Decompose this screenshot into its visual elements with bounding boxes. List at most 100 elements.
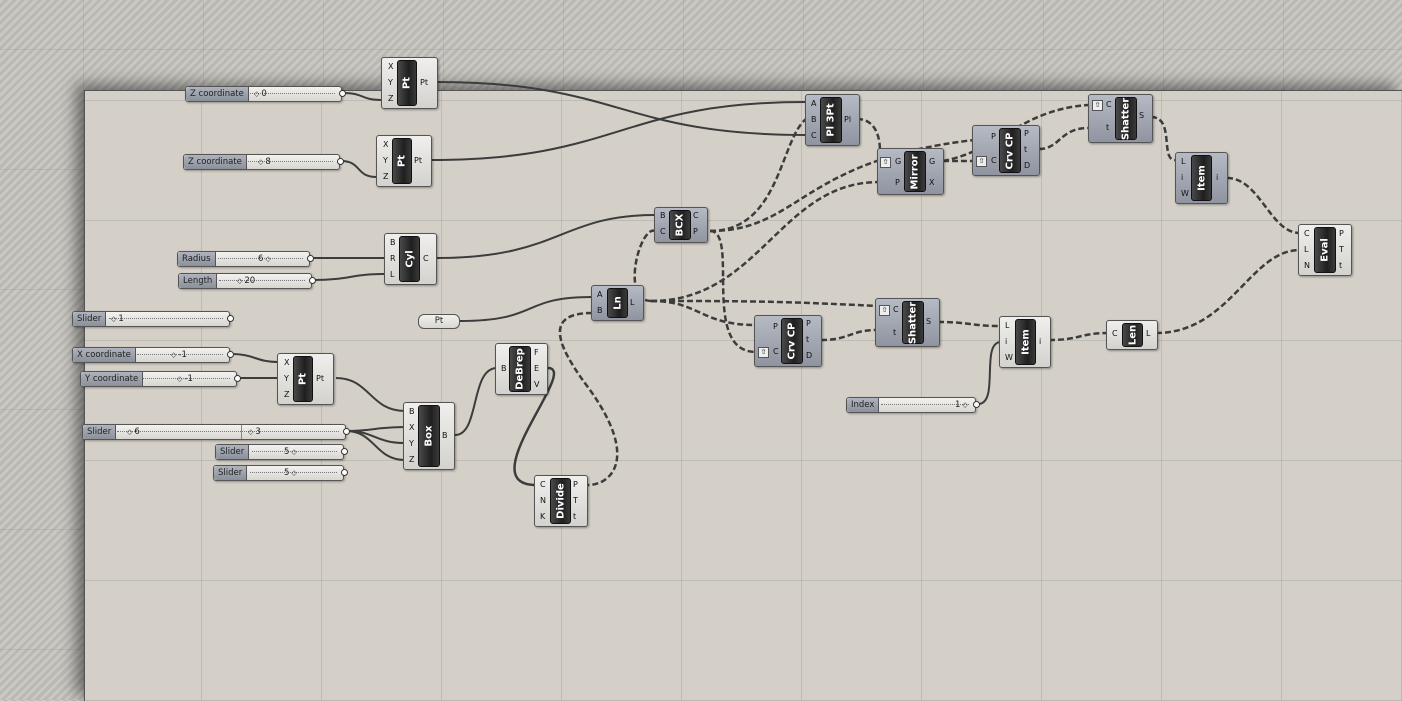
input-z[interactable]: Z xyxy=(383,172,389,181)
component-name-plate[interactable]: Pt xyxy=(293,356,313,402)
slider-x-coordinate[interactable]: X coordinate -1 xyxy=(72,347,230,363)
component-name-plate[interactable]: Divide xyxy=(550,478,571,524)
input-z[interactable]: Z xyxy=(409,455,415,464)
output-x[interactable]: X xyxy=(929,178,935,187)
input-b[interactable]: B xyxy=(811,115,817,124)
output-g[interactable]: G xyxy=(929,157,936,166)
output-grip[interactable] xyxy=(227,351,234,358)
output-p[interactable]: P xyxy=(573,480,578,489)
slider-z-coordinate-2[interactable]: Z coordinate 8 xyxy=(183,154,340,170)
output-grip[interactable] xyxy=(309,277,316,284)
component-curve-cp-2[interactable]: P ⇧ C Crv CP P t D xyxy=(754,315,822,367)
component-name-plate[interactable]: BCX xyxy=(669,210,691,240)
output-T[interactable]: T xyxy=(1339,245,1344,254)
input-r[interactable]: R xyxy=(390,254,396,263)
input-b[interactable]: B xyxy=(390,238,396,247)
output-f[interactable]: F xyxy=(534,348,539,357)
input-x[interactable]: X xyxy=(388,62,394,71)
output-grip[interactable] xyxy=(234,375,241,382)
input-n[interactable]: N xyxy=(1304,261,1310,270)
slider-track[interactable] xyxy=(219,280,305,283)
output-t[interactable]: t xyxy=(1024,145,1028,154)
input-b[interactable]: B xyxy=(501,364,507,373)
output-grip[interactable] xyxy=(973,401,980,408)
component-mirror[interactable]: ⇧ G P Mirror G X xyxy=(877,148,944,195)
component-pt-1[interactable]: X Y Z Pt Pt xyxy=(381,57,438,109)
slider-5b[interactable]: Slider 5 xyxy=(213,465,344,481)
component-plane-3pt[interactable]: A B C Pl 3Pt Pl xyxy=(805,94,860,146)
slider-radius[interactable]: Radius 6 xyxy=(177,251,310,267)
component-name-plate[interactable]: Box xyxy=(418,405,440,467)
output-c[interactable]: C xyxy=(693,211,699,220)
component-name-plate[interactable]: Cyl xyxy=(399,236,420,282)
input-c[interactable]: C xyxy=(1106,100,1112,109)
component-name-plate[interactable]: Shatter xyxy=(902,301,924,344)
slider-1[interactable]: Slider 1 xyxy=(72,311,230,327)
output-grip[interactable] xyxy=(339,90,346,97)
output-p[interactable]: P xyxy=(1339,229,1344,238)
component-bcx[interactable]: B C BCX C P xyxy=(654,207,708,243)
component-curve-cp-1[interactable]: P ⇧ C Crv CP P t D xyxy=(972,125,1040,176)
input-z[interactable]: Z xyxy=(388,94,394,103)
input-y[interactable]: Y xyxy=(388,78,393,87)
slider-length[interactable]: Length 20 xyxy=(178,273,312,289)
component-pt-3[interactable]: X Y Z Pt Pt xyxy=(277,353,334,405)
input-g[interactable]: G xyxy=(895,157,902,166)
output-T[interactable]: T xyxy=(573,496,578,505)
output-grip[interactable] xyxy=(227,315,234,322)
component-name-plate[interactable]: Eval xyxy=(1314,227,1336,273)
input-c[interactable]: C xyxy=(1304,229,1310,238)
output-i[interactable]: i xyxy=(1216,173,1219,182)
input-c[interactable]: C xyxy=(1112,329,1118,338)
input-p[interactable]: P xyxy=(991,132,996,141)
output-grip[interactable] xyxy=(343,428,350,435)
component-name-plate[interactable]: DeBrep xyxy=(509,346,531,392)
component-debrep[interactable]: B DeBrep F E V xyxy=(495,343,548,395)
component-list-item-2[interactable]: L i W Item i xyxy=(999,316,1051,368)
input-b[interactable]: B xyxy=(597,306,603,315)
input-a[interactable]: A xyxy=(811,99,817,108)
output-t[interactable]: t xyxy=(1339,261,1343,270)
input-c[interactable]: C xyxy=(991,156,997,165)
input-l[interactable]: L xyxy=(1181,157,1186,166)
input-c[interactable]: C xyxy=(773,347,779,356)
input-n[interactable]: N xyxy=(540,496,546,505)
component-box[interactable]: B X Y Z Box B xyxy=(403,402,455,470)
slider-track[interactable] xyxy=(248,161,333,164)
component-name-plate[interactable]: Pt xyxy=(397,60,417,106)
output-pt[interactable]: Pt xyxy=(316,374,324,383)
slider-index[interactable]: Index 1 xyxy=(846,397,976,413)
output-grip[interactable] xyxy=(341,469,348,476)
output-e[interactable]: E xyxy=(534,364,540,373)
output-p[interactable]: P xyxy=(1024,129,1029,138)
input-c[interactable]: C xyxy=(893,305,899,314)
input-i[interactable]: i xyxy=(1005,337,1008,346)
input-w[interactable]: W xyxy=(1005,353,1013,362)
input-c[interactable]: C xyxy=(540,480,546,489)
slider-track[interactable] xyxy=(117,431,339,434)
input-l[interactable]: L xyxy=(390,270,395,279)
component-cylinder[interactable]: B R L Cyl C xyxy=(384,233,437,285)
input-p[interactable]: P xyxy=(773,322,778,331)
input-c[interactable]: C xyxy=(811,131,817,140)
component-shatter-2[interactable]: ⇧ C t Shatter S xyxy=(875,298,940,347)
output-d[interactable]: D xyxy=(806,351,813,360)
input-y[interactable]: Y xyxy=(383,156,388,165)
component-name-plate[interactable]: Ln xyxy=(607,288,628,318)
input-x[interactable]: X xyxy=(284,358,290,367)
component-name-plate[interactable]: Mirror xyxy=(904,151,926,192)
output-l[interactable]: L xyxy=(1146,329,1151,338)
input-y[interactable]: Y xyxy=(409,439,414,448)
component-shatter-1[interactable]: ⇧ C t Shatter S xyxy=(1088,94,1153,143)
slider-6-3[interactable]: Slider 6 3 xyxy=(82,424,346,440)
component-name-plate[interactable]: Pl 3Pt xyxy=(820,97,842,143)
component-name-plate[interactable]: Len xyxy=(1122,323,1143,347)
output-s[interactable]: S xyxy=(926,317,932,326)
output-c[interactable]: C xyxy=(423,254,429,263)
input-t[interactable]: t xyxy=(893,328,897,337)
input-b[interactable]: B xyxy=(660,211,666,220)
output-t[interactable]: t xyxy=(573,512,577,521)
component-name-plate[interactable]: Item xyxy=(1191,155,1212,201)
output-d[interactable]: D xyxy=(1024,161,1031,170)
output-s[interactable]: S xyxy=(1139,111,1145,120)
